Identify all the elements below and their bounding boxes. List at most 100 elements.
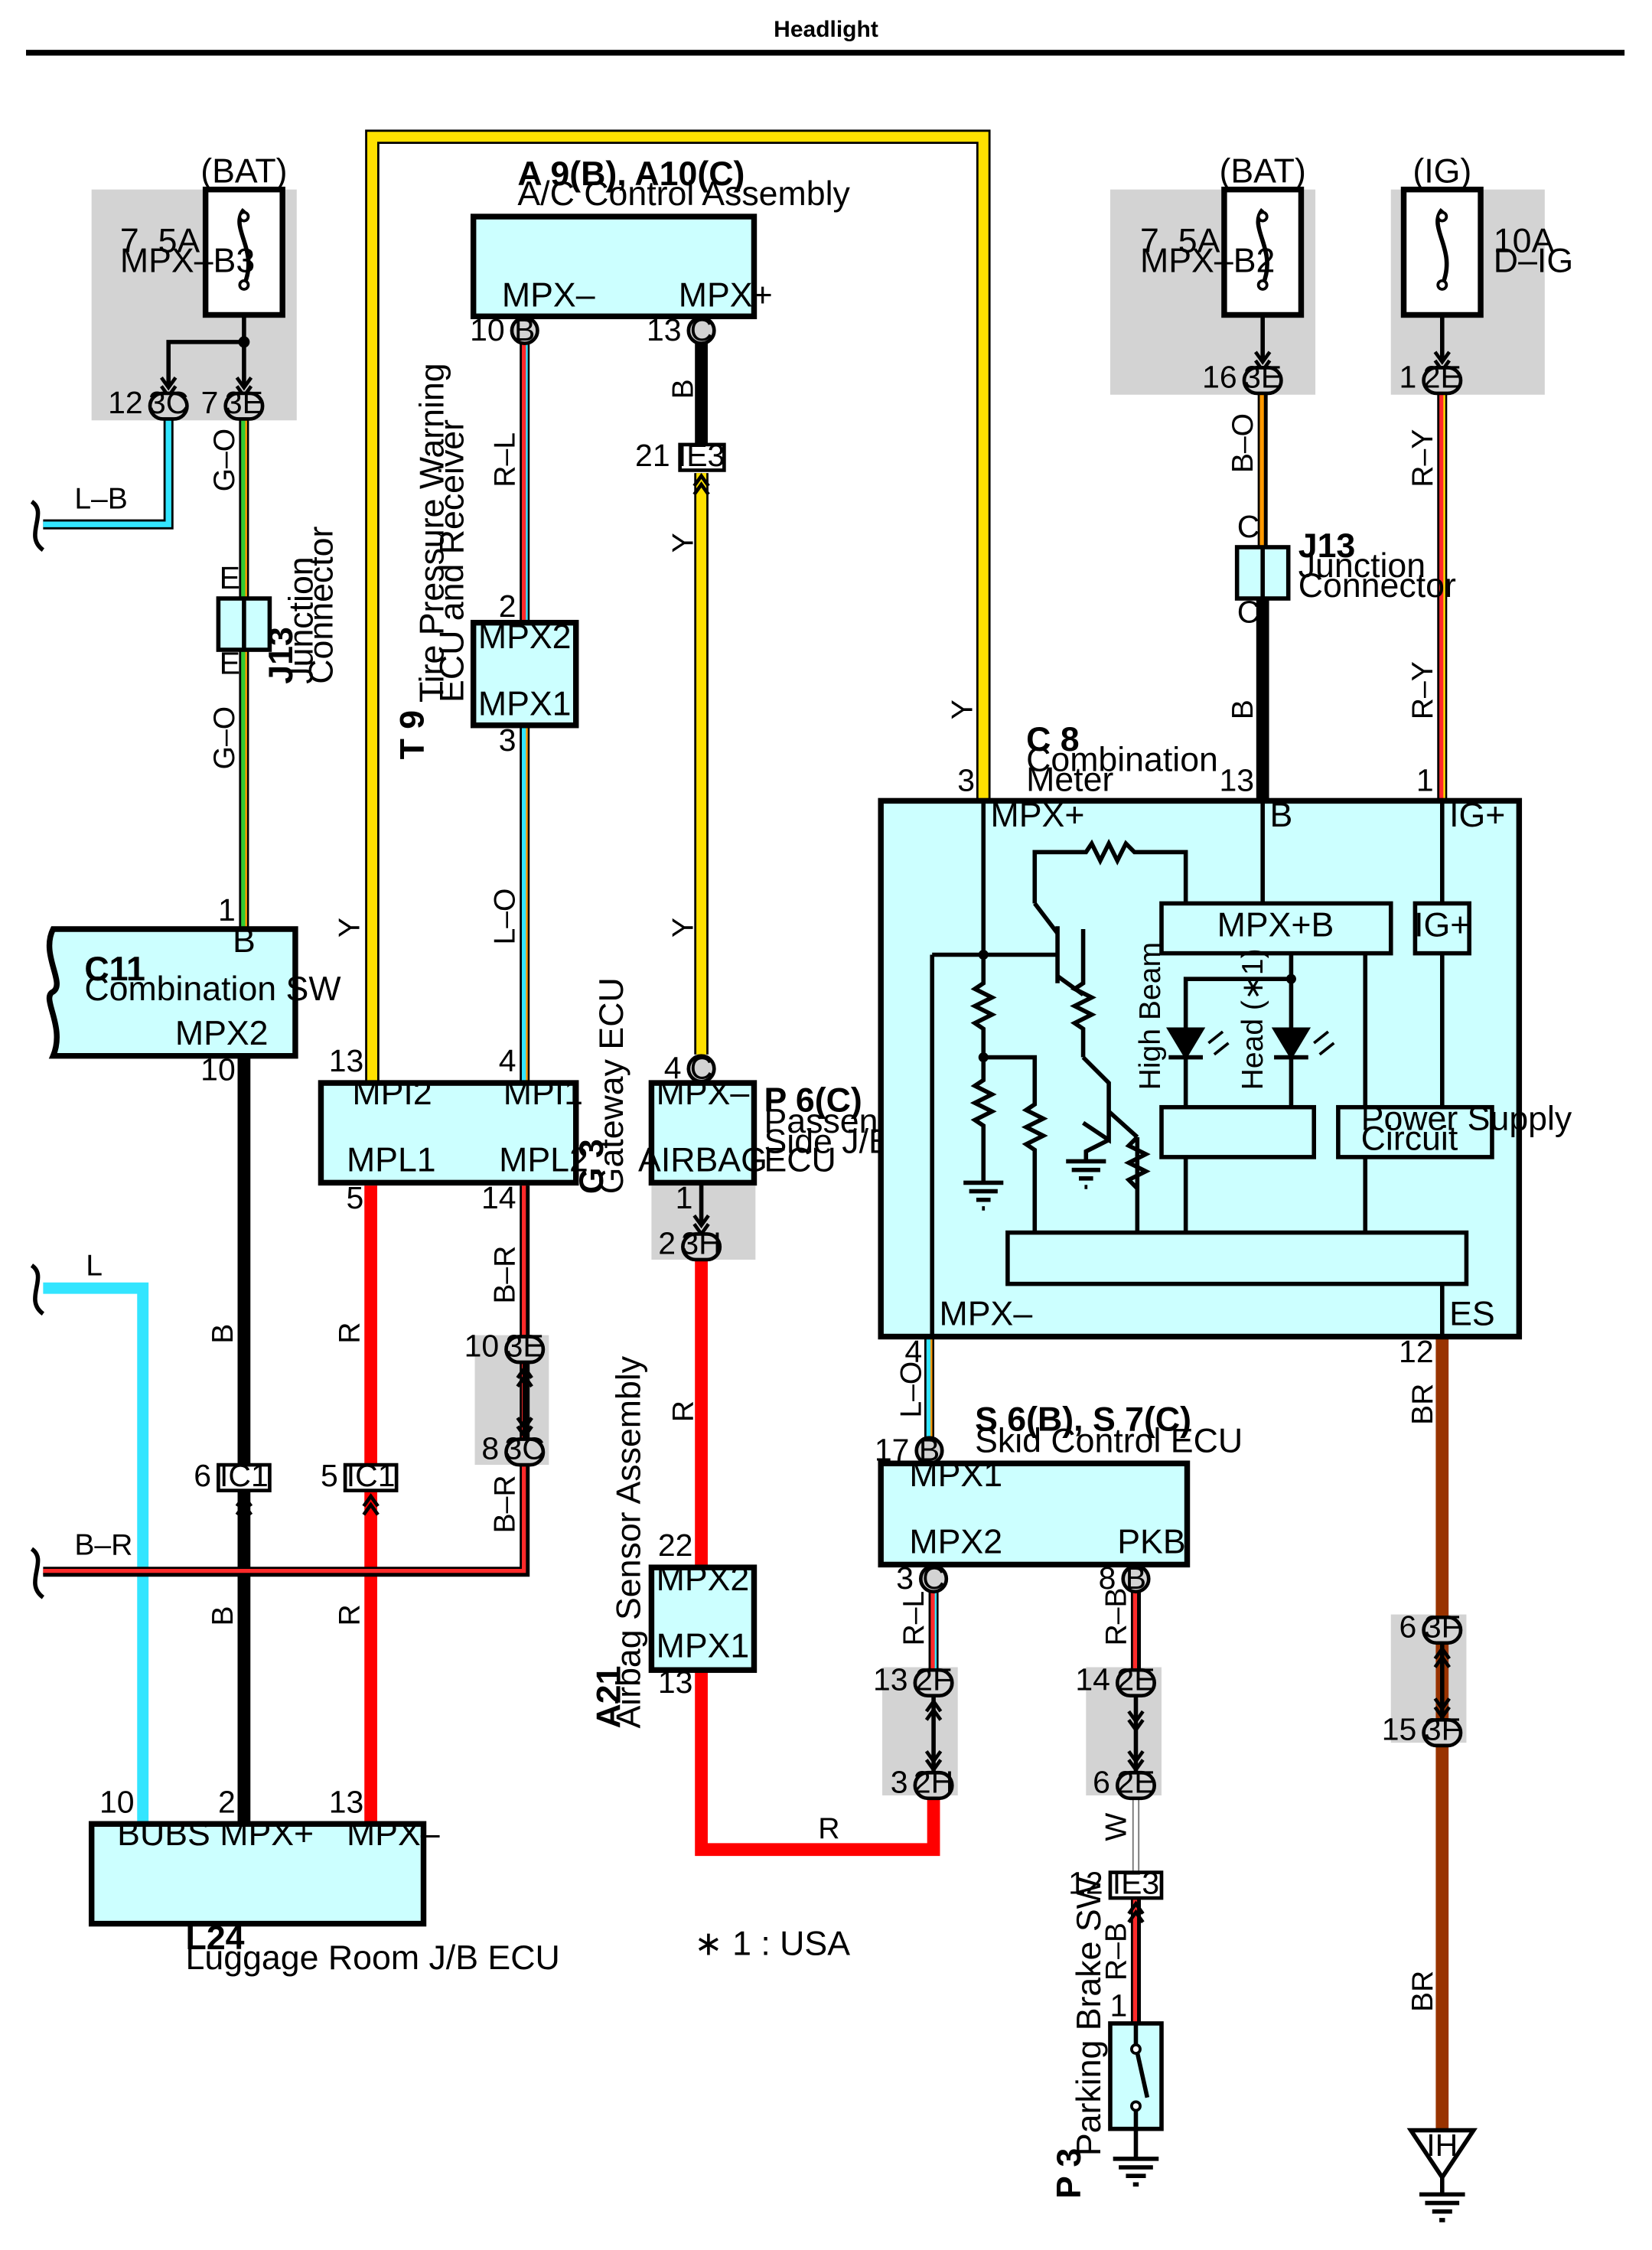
passenger-side-jb-ecu xyxy=(648,1080,758,1186)
airbag-sensor-assembly xyxy=(648,1564,758,1673)
gateway-label: G 3 Gateway ECU xyxy=(573,977,630,1194)
meter-terminal-ig-plus: IG+ xyxy=(1449,797,1505,834)
svg-text:5: 5 xyxy=(347,1180,364,1215)
svg-text:12: 12 xyxy=(1399,1334,1434,1369)
svg-text:BR: BR xyxy=(1406,1971,1439,2012)
cs-terminal-b: B xyxy=(233,922,256,960)
svg-text:ECU and Receiver: ECU and Receiver xyxy=(434,419,471,703)
svg-text:3E: 3E xyxy=(225,385,263,420)
connector-c: C 3 xyxy=(896,1560,949,1596)
svg-text:Y: Y xyxy=(666,918,699,938)
svg-text:Y: Y xyxy=(666,533,699,553)
connector-3f: 3F 15 xyxy=(1382,1711,1463,1748)
svg-text:2E: 2E xyxy=(1116,1764,1155,1799)
ac-name: A/C Control Assembly xyxy=(517,175,850,213)
svg-text:13: 13 xyxy=(329,1043,364,1078)
power-supply-block xyxy=(1336,1104,1494,1159)
ac-terminal-mpx-minus: MPX– xyxy=(502,276,595,314)
resistor-icon xyxy=(969,1057,997,1183)
connector-3c: 3C 8 xyxy=(481,1431,546,1467)
skid-terminal-mpx2: MPX2 xyxy=(909,1524,1002,1561)
svg-text:2E: 2E xyxy=(1423,359,1461,394)
wire-end-curl xyxy=(30,1264,45,1316)
lug-terminal-bubs: BUBS xyxy=(117,1815,210,1853)
svg-text:R: R xyxy=(666,1401,699,1422)
skid-terminal-pkb: PKB xyxy=(1117,1524,1185,1561)
svg-text:B: B xyxy=(514,312,535,347)
svg-text:IE3: IE3 xyxy=(678,438,725,473)
svg-text:4: 4 xyxy=(499,1043,516,1078)
lug-terminal-mpx-plus: MPX+ xyxy=(220,1815,314,1853)
pjb-terminal-airbag: AIRBAG xyxy=(638,1142,767,1179)
wire-lb xyxy=(43,417,171,527)
svg-text:Y: Y xyxy=(334,918,367,938)
lug-name: Luggage Room J/B ECU xyxy=(186,1939,560,1977)
ac-control-assembly xyxy=(470,214,758,320)
driver-block xyxy=(1159,1104,1317,1159)
svg-text:R: R xyxy=(818,1812,839,1845)
connector-3e: 3E 7 xyxy=(201,385,265,421)
airbag-label: A21 Airbag Sensor Assembly xyxy=(590,1355,647,1728)
connector-c: C 13 xyxy=(647,312,716,347)
ground-icon xyxy=(1113,2157,1159,2187)
wire-color-labels: L–B L B–R G–O G–O B B R R Y R–L L–O B–R … xyxy=(74,379,1439,2012)
svg-text:Connector: Connector xyxy=(1298,567,1456,605)
svg-text:3: 3 xyxy=(891,1764,908,1799)
resistor-icon xyxy=(983,1055,1048,1233)
wire-l xyxy=(43,1282,149,1824)
svg-text:B–R: B–R xyxy=(489,1475,522,1533)
svg-text:ECU: ECU xyxy=(764,1142,836,1179)
svg-text:13: 13 xyxy=(1219,762,1254,797)
fuse-name: D–IG xyxy=(1494,243,1573,280)
svg-text:L: L xyxy=(86,1249,103,1282)
svg-text:Airbag Sensor Assembly: Airbag Sensor Assembly xyxy=(611,1355,648,1728)
svg-text:3C: 3C xyxy=(148,385,188,420)
svg-text:B–R: B–R xyxy=(489,1246,522,1304)
transistor-icon xyxy=(1081,1055,1139,1144)
svg-text:C: C xyxy=(690,1050,713,1085)
footnote: ∗ 1 : USA xyxy=(694,1926,850,1963)
luggage-room-jb-ecu xyxy=(88,1821,427,1927)
svg-text:W: W xyxy=(1100,1813,1132,1841)
connector-3e: 3E 10 xyxy=(464,1329,546,1365)
skid-control-ecu xyxy=(878,1460,1191,1568)
fuse-name: MPX–B2 xyxy=(1140,243,1275,280)
svg-text:C: C xyxy=(1237,595,1260,630)
connector-b: B 10 xyxy=(470,312,539,347)
svg-text:1: 1 xyxy=(218,892,236,928)
svg-text:Meter: Meter xyxy=(1026,761,1113,798)
gw-terminal-mpl2: MPL2 xyxy=(499,1142,588,1179)
svg-text:IE3: IE3 xyxy=(1113,1866,1159,1901)
svg-text:2H: 2H xyxy=(914,1764,953,1799)
svg-text:R–L: R–L xyxy=(489,432,522,488)
gw-terminal-mpl1: MPL1 xyxy=(347,1142,436,1179)
svg-text:B: B xyxy=(207,1324,239,1344)
svg-text:8: 8 xyxy=(481,1431,499,1466)
ac-terminal-mpx-plus: MPX+ xyxy=(679,276,773,314)
gateway-ecu xyxy=(318,1080,579,1186)
j13-right-code: J13 xyxy=(1298,527,1356,565)
svg-text:2: 2 xyxy=(658,1226,676,1261)
svg-text:L–O: L–O xyxy=(894,1361,927,1418)
svg-text:Junction: Junction xyxy=(282,556,320,683)
svg-text:3F: 3F xyxy=(1424,1609,1461,1644)
air-terminal-mpx1: MPX1 xyxy=(657,1627,750,1665)
fuse-source-bat: (BAT) xyxy=(1220,152,1306,190)
svg-text:G–O: G–O xyxy=(208,706,241,770)
pjb-code: P 6(C) xyxy=(764,1081,862,1119)
svg-text:IC1: IC1 xyxy=(220,1458,269,1493)
svg-text:4: 4 xyxy=(904,1334,922,1369)
svg-text:R–Y: R–Y xyxy=(1406,429,1439,488)
svg-text:6: 6 xyxy=(1399,1609,1416,1644)
ac-code: A 9(B), A10(C) xyxy=(517,155,745,193)
resistor-icon xyxy=(1032,839,1188,904)
svg-text:Y: Y xyxy=(946,699,979,719)
pjb-terminal-mpx-minus: MPX– xyxy=(657,1074,750,1112)
skid-code: S 6(B), S 7(C) xyxy=(975,1401,1191,1438)
led-icon xyxy=(1166,1027,1206,1061)
svg-text:8: 8 xyxy=(1099,1560,1116,1596)
fuse-rating: 7. 5A xyxy=(1140,223,1220,260)
ground-icon xyxy=(963,1180,1004,1211)
svg-text:BR: BR xyxy=(1406,1384,1439,1425)
tpms-label: T 9 Tire Pressure Warning ECU and Receiv… xyxy=(394,363,471,759)
